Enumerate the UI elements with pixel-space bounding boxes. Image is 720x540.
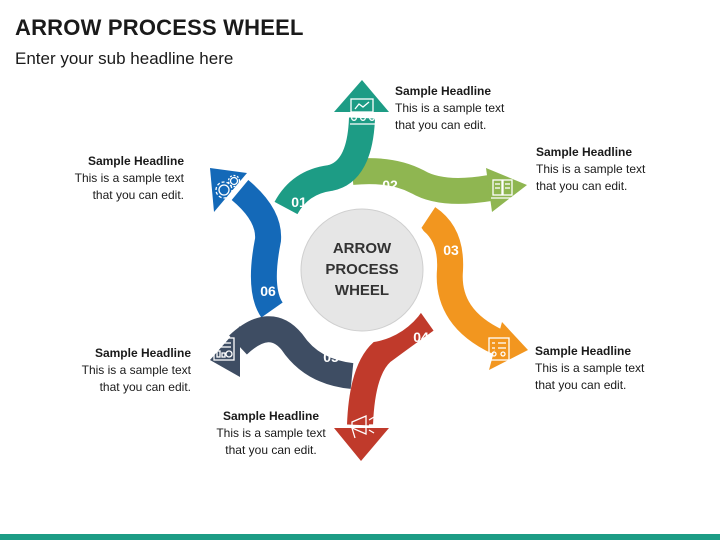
- step-05-arrow[interactable]: [210, 316, 354, 389]
- step-06-line1: This is a sample text: [74, 171, 184, 185]
- step-05-number: 05: [323, 349, 339, 365]
- presentation-icon: [350, 98, 376, 125]
- center-label-line2: PROCESS: [325, 261, 398, 278]
- checklist-icon: [488, 337, 510, 361]
- step-04-line1: This is a sample text: [216, 426, 326, 440]
- gears-icon: [215, 174, 241, 199]
- footer-bar: [0, 534, 720, 540]
- step-06-line2: that you can edit.: [92, 188, 184, 202]
- step-01-arrow[interactable]: [274, 80, 389, 215]
- step-04-number: 04: [413, 329, 429, 345]
- step-02-arrow[interactable]: [350, 158, 527, 212]
- step-02-number: 02: [382, 177, 398, 193]
- step-02-text: Sample Headline This is a sample text th…: [536, 144, 645, 195]
- center-label-line3: WHEEL: [335, 282, 389, 299]
- step-03-headline: Sample Headline: [535, 344, 632, 358]
- book-icon: [491, 179, 514, 199]
- step-04-text: Sample Headline This is a sample text th…: [211, 408, 331, 459]
- step-06-headline: Sample Headline: [87, 154, 184, 168]
- page-title: ARROW PROCESS WHEEL: [15, 15, 304, 40]
- step-03-number: 03: [443, 242, 459, 258]
- report-icon: [213, 337, 235, 361]
- step-04-line2: that you can edit.: [225, 443, 317, 457]
- step-03-line2: that you can edit.: [535, 378, 627, 392]
- step-03-text: Sample Headline This is a sample text th…: [535, 343, 644, 394]
- page-subtitle: Enter your sub headline here: [15, 49, 234, 68]
- step-01-headline: Sample Headline: [395, 84, 492, 98]
- step-01-line2: that you can edit.: [395, 118, 487, 132]
- center-disc: [300, 208, 424, 332]
- step-02-headline: Sample Headline: [536, 145, 633, 159]
- step-04-headline: Sample Headline: [222, 409, 320, 423]
- step-05-text: Sample Headline This is a sample text th…: [41, 345, 191, 396]
- center-label-line1: ARROW: [333, 240, 392, 257]
- step-05-headline: Sample Headline: [94, 346, 191, 360]
- step-05-line2: that you can edit.: [99, 380, 191, 394]
- step-01-number: 01: [291, 194, 307, 210]
- step-06-number: 06: [260, 283, 276, 299]
- step-01-line1: This is a sample text: [395, 101, 505, 115]
- step-06-text: Sample Headline This is a sample text th…: [34, 153, 184, 204]
- step-03-line1: This is a sample text: [535, 361, 645, 375]
- step-05-line1: This is a sample text: [81, 363, 191, 377]
- step-02-line2: that you can edit.: [536, 179, 628, 193]
- step-02-line1: This is a sample text: [536, 162, 646, 176]
- step-04-arrow[interactable]: [334, 309, 434, 461]
- megaphone-icon: [351, 415, 375, 439]
- step-01-text: Sample Headline This is a sample text th…: [395, 83, 504, 134]
- step-03-arrow[interactable]: [420, 207, 528, 370]
